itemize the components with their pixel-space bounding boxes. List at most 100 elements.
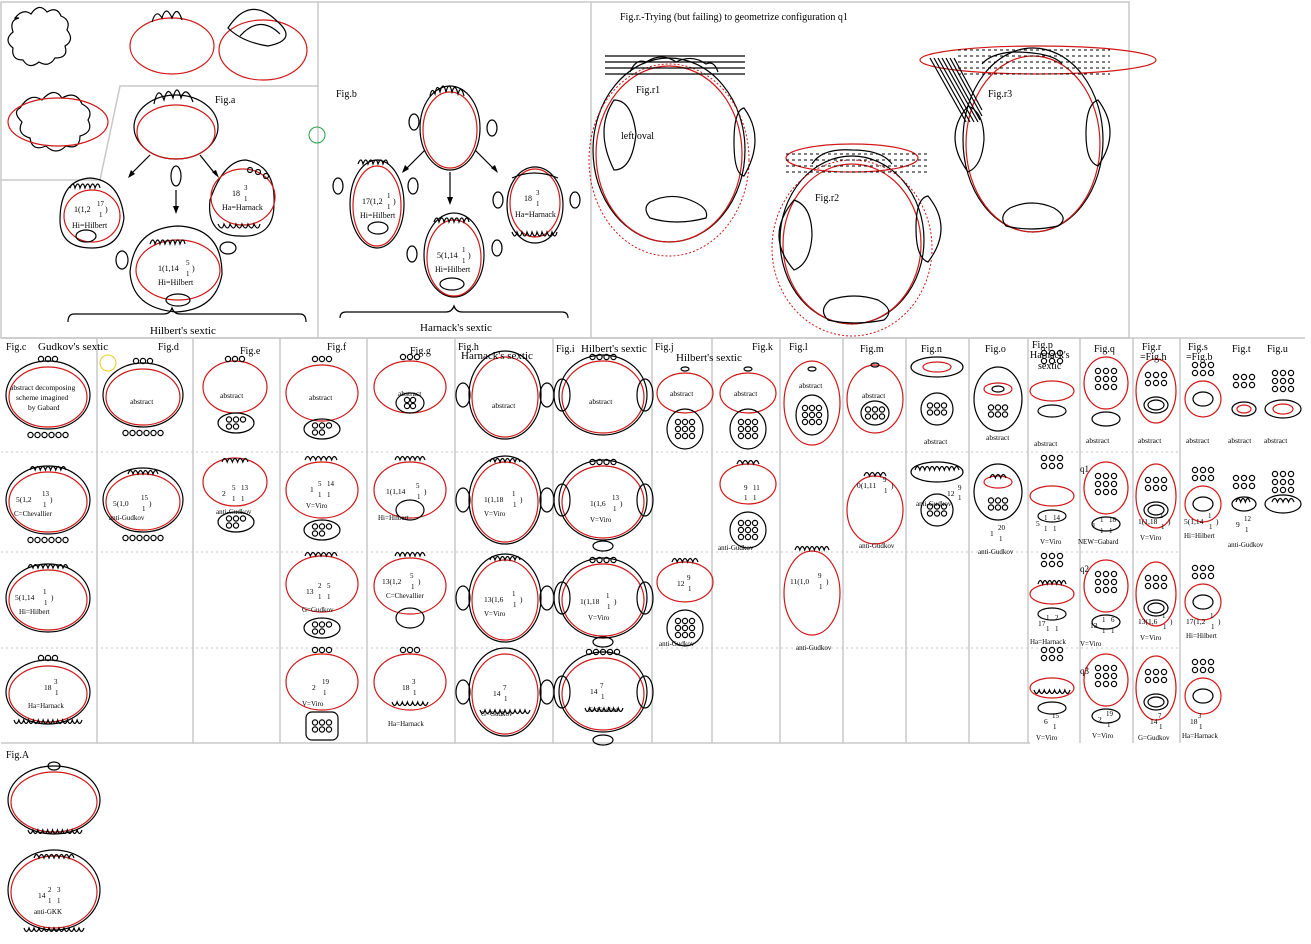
fig-r-title: Fig.r.-Trying (but failing) to geometriz… — [620, 12, 848, 23]
small-oval — [63, 537, 68, 542]
small-oval — [1145, 575, 1150, 580]
small-oval — [225, 356, 230, 361]
wavy-arc — [1272, 499, 1294, 503]
small-oval — [1200, 565, 1205, 570]
cell-label: 14 — [327, 480, 335, 488]
small-oval — [1249, 382, 1254, 387]
cell-label: 12 — [677, 579, 685, 588]
small-oval — [745, 520, 750, 525]
cell-label: 5(1,0 — [113, 499, 129, 508]
cell-label: 1 — [1199, 723, 1203, 731]
small-oval — [1057, 655, 1062, 660]
cell-label: q1 — [1080, 464, 1089, 474]
small-oval — [123, 430, 128, 435]
small-oval — [312, 727, 317, 732]
oval — [730, 409, 766, 449]
small-oval — [941, 410, 946, 415]
small-oval — [240, 516, 245, 521]
fig-b-label: Fig.b — [336, 89, 357, 100]
small-oval — [1288, 370, 1293, 375]
small-oval — [1200, 362, 1205, 367]
small-oval — [682, 632, 687, 637]
wavy-arc — [128, 471, 158, 475]
cell-label: 1 — [1046, 625, 1050, 633]
small-oval — [1161, 575, 1166, 580]
fig-A-label: Fig.A — [6, 750, 30, 761]
cell-label: 18 — [402, 683, 410, 692]
wavy-arc — [490, 557, 520, 561]
cell-label: ) — [520, 595, 523, 604]
cell-label: abstract — [924, 437, 948, 446]
small-oval — [400, 354, 405, 359]
cell-label: 1 — [323, 689, 327, 697]
oval — [374, 654, 446, 710]
cell-label: 1 — [607, 603, 611, 611]
oval — [1232, 402, 1256, 416]
small-oval — [239, 356, 244, 361]
harnack-brace-label: Harnack's sextic — [420, 322, 492, 334]
cell-label: 13 — [1090, 621, 1098, 630]
a-mid-sub: Hi=Hilbert — [158, 278, 194, 287]
cell-label: 1 — [1100, 527, 1104, 535]
cell-label: 9 — [1236, 520, 1240, 529]
cell-label: 1 — [1055, 625, 1059, 633]
cell-label: abstract — [589, 397, 613, 406]
outer-oval — [6, 660, 90, 724]
wavy-arc — [490, 459, 520, 463]
small-oval — [312, 531, 317, 536]
small-oval — [1233, 475, 1238, 480]
cell-label: by Gabard — [28, 403, 60, 412]
oval — [1193, 497, 1213, 511]
small-oval — [312, 423, 317, 428]
cell-label: 1 — [1161, 523, 1165, 531]
cell-label: 13 — [306, 587, 314, 596]
small-oval — [38, 356, 43, 361]
small-oval — [1233, 374, 1238, 379]
small-oval — [1192, 467, 1197, 472]
small-oval — [137, 430, 142, 435]
cell-label: 1 — [44, 599, 48, 607]
b-right-sub: Ha=Harnack — [515, 210, 556, 219]
small-oval — [1041, 455, 1046, 460]
svg-text:): ) — [192, 264, 195, 273]
oval — [1030, 584, 1074, 604]
small-oval — [410, 403, 415, 408]
small-oval — [934, 511, 939, 516]
oval — [203, 361, 267, 413]
red-ellipse — [472, 357, 538, 437]
small-oval — [995, 498, 1000, 503]
cell-label: abstract — [1186, 436, 1210, 445]
small-oval — [312, 524, 317, 529]
cell-label: 5 — [318, 480, 322, 488]
green-mark — [309, 127, 325, 143]
cell-label: 5(1,14 — [15, 593, 35, 602]
oval — [1030, 678, 1074, 698]
cell-label: 1 — [1102, 616, 1106, 624]
fig-n-label: Fig.n — [921, 344, 942, 355]
cell-label: 14 — [1053, 514, 1061, 522]
cell-label: 1(1,18 — [484, 495, 504, 504]
oval — [784, 361, 840, 445]
cell-label: anti-Gudkov — [216, 508, 252, 516]
cell-label: 12 — [947, 489, 955, 498]
small-oval — [865, 407, 870, 412]
small-oval — [1103, 376, 1108, 381]
cell-label: 14 — [493, 689, 501, 698]
small-oval — [1103, 481, 1108, 486]
svg-text:3: 3 — [536, 189, 540, 197]
cell-label: 1 — [819, 583, 823, 591]
oval — [921, 393, 953, 425]
cell-label: 13 — [42, 490, 50, 498]
wavy-arc — [305, 553, 337, 557]
small-oval — [1280, 378, 1285, 383]
cell-label: 1 — [417, 493, 421, 501]
cell-label: 9 — [883, 476, 887, 484]
small-oval — [319, 727, 324, 732]
fig-r1-label: Fig.r1 — [636, 85, 660, 96]
small-oval — [147, 358, 152, 363]
cell-label: 1 — [48, 897, 52, 905]
small-oval — [1049, 463, 1054, 468]
cell-label: q2 — [1080, 564, 1089, 574]
wavy-arc — [1236, 499, 1250, 503]
oval — [796, 395, 828, 435]
